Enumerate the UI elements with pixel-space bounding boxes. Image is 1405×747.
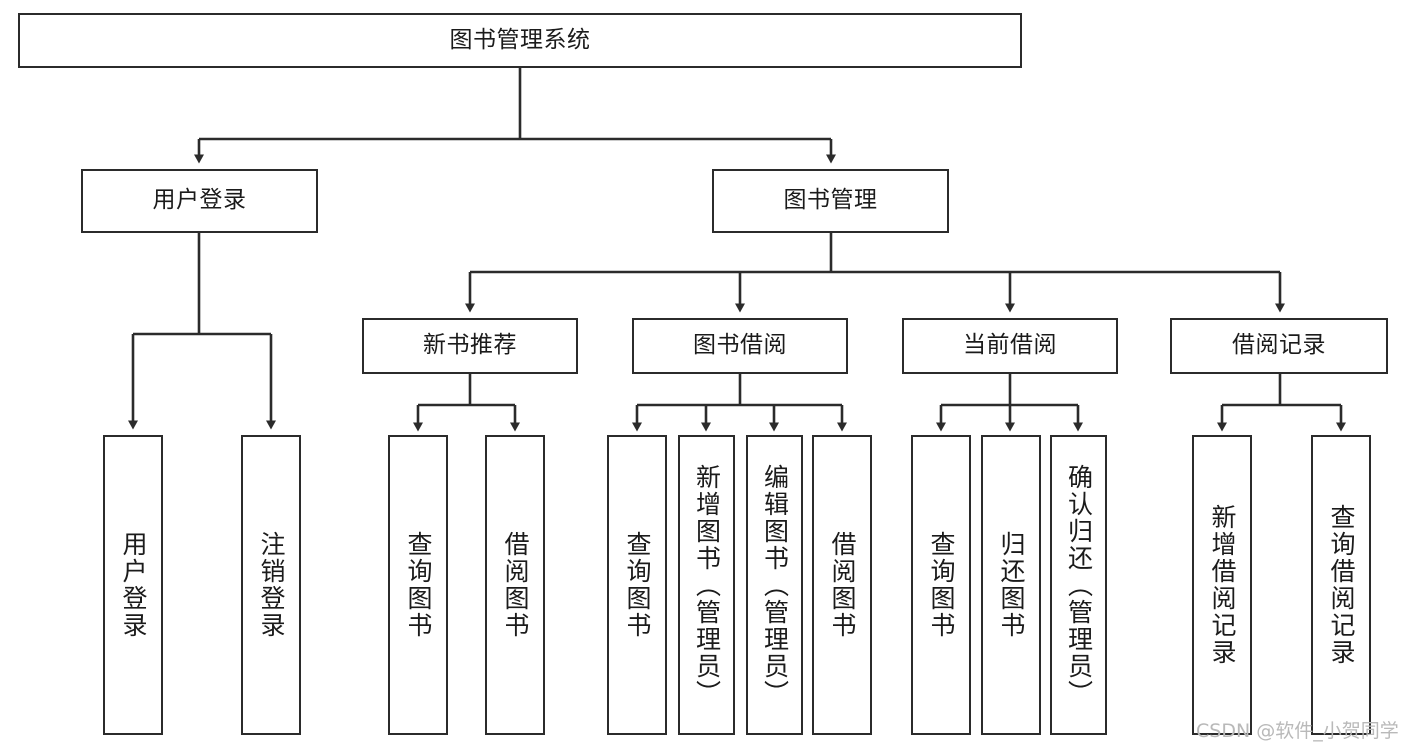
leaf-new-book-borrow[interactable]: 借阅图书 (485, 435, 545, 735)
node-label: 编辑图书（管理员） (760, 463, 790, 707)
node-label: 注销登录 (257, 531, 286, 639)
node-label: 借阅图书 (501, 531, 530, 639)
leaf-book-borrow-query[interactable]: 查询图书 (607, 435, 667, 735)
node-current-borrow[interactable]: 当前借阅 (902, 318, 1118, 374)
node-label: 当前借阅 (963, 332, 1057, 359)
leaf-user-login-signout[interactable]: 注销登录 (241, 435, 301, 735)
node-label: 用户登录 (152, 187, 247, 214)
leaf-book-borrow-lend[interactable]: 借阅图书 (812, 435, 872, 735)
node-book-management[interactable]: 图书管理 (712, 169, 949, 233)
node-label: 查询图书 (404, 531, 433, 639)
node-label: 归还图书 (997, 531, 1026, 639)
node-label: 借阅记录 (1232, 332, 1326, 359)
node-label: 用户登录 (119, 531, 148, 639)
node-label: 图书借阅 (693, 332, 787, 359)
node-borrow-record[interactable]: 借阅记录 (1170, 318, 1388, 374)
node-label: 查询图书 (623, 531, 652, 639)
node-label: 查询图书 (927, 531, 956, 639)
leaf-current-borrow-query[interactable]: 查询图书 (911, 435, 971, 735)
leaf-borrow-record-query[interactable]: 查询借阅记录 (1311, 435, 1371, 735)
node-label: 确认归还（管理员） (1064, 463, 1094, 707)
node-user-login[interactable]: 用户登录 (81, 169, 318, 233)
node-label: 图书管理 (783, 187, 878, 214)
node-root-system[interactable]: 图书管理系统 (18, 13, 1022, 68)
csdn-watermark: CSDN @软件_小贺同学 (1196, 720, 1399, 742)
node-label: 新书推荐 (423, 332, 517, 359)
node-label: 新增借阅记录 (1208, 504, 1237, 666)
node-label: 借阅图书 (828, 531, 857, 639)
node-label: 查询借阅记录 (1327, 504, 1356, 666)
leaf-current-borrow-confirm-return[interactable]: 确认归还（管理员） (1050, 435, 1107, 735)
leaf-book-borrow-add[interactable]: 新增图书（管理员） (678, 435, 735, 735)
node-label: 新增图书（管理员） (692, 463, 722, 707)
leaf-new-book-query[interactable]: 查询图书 (388, 435, 448, 735)
leaf-borrow-record-add[interactable]: 新增借阅记录 (1192, 435, 1252, 735)
node-new-book-recommend[interactable]: 新书推荐 (362, 318, 578, 374)
leaf-book-borrow-edit[interactable]: 编辑图书（管理员） (746, 435, 803, 735)
leaf-current-borrow-return[interactable]: 归还图书 (981, 435, 1041, 735)
node-label: 图书管理系统 (449, 26, 591, 53)
leaf-user-login-signin[interactable]: 用户登录 (103, 435, 163, 735)
node-book-borrow[interactable]: 图书借阅 (632, 318, 848, 374)
